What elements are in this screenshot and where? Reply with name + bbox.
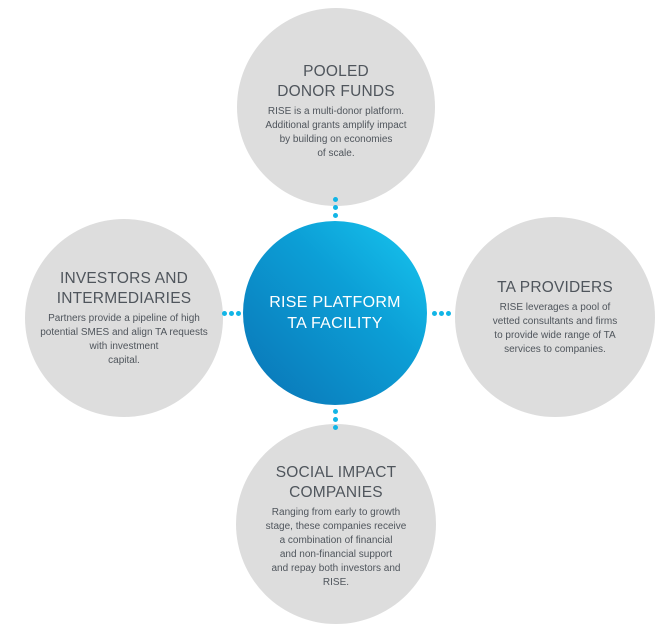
node-description: Ranging from early to growth stage, thes… [266,506,407,590]
node-description-line: of scale. [317,147,355,159]
hub-title-line: TA FACILITY [287,315,383,332]
connector-dot [229,311,234,316]
node-title-line: INVESTORS AND [59,269,189,287]
hub-title-line: RISE PLATFORM [269,294,401,311]
ta-providers-node: TA PROVIDERS RISE leverages a pool of ve… [455,217,655,417]
connector-dot [333,213,338,218]
node-description: Partners provide a pipeline of high pote… [40,312,208,368]
rise-platform-hub: RISE PLATFORM TA FACILITY [243,221,427,405]
connector-dot [236,311,241,316]
node-description-line: by building on economies [279,133,393,145]
node-description: RISE is a multi-donor platform. Addition… [265,105,406,161]
node-description-line: RISE. [322,576,350,588]
node-description-line: stage, these companies receive [265,520,407,532]
connector-dot [439,311,444,316]
node-description-line: Additional grants amplify impact [265,119,407,131]
node-description-line: capital. [108,354,140,366]
connector-dot [222,311,227,316]
node-description-line: with investment [89,340,159,352]
node-description-line: potential SMES and align TA requests [40,326,208,338]
connector-dot [333,417,338,422]
node-title: TA PROVIDERS [497,278,613,298]
node-description-line: vetted consultants and firms [492,315,618,327]
connector-dot [446,311,451,316]
node-description-line: and non-financial support [279,548,393,560]
node-description: RISE leverages a pool of vetted consulta… [493,301,618,357]
node-title-line: DONOR FUNDS [277,82,395,100]
social-impact-companies-node: SOCIAL IMPACT COMPANIES Ranging from ear… [236,424,436,624]
connector-dot [333,197,338,202]
node-description-line: Ranging from early to growth [271,506,401,518]
pooled-donor-funds-node: POOLED DONOR FUNDS RISE is a multi-donor… [237,8,435,206]
node-description-line: RISE leverages a pool of [499,301,611,313]
node-title-line: SOCIAL IMPACT [275,463,397,481]
connector-dot [432,311,437,316]
node-title-line: COMPANIES [289,483,383,501]
node-description-line: to provide wide range of TA [494,329,616,341]
connector-dot [333,205,338,210]
node-title-line: POOLED [303,62,369,80]
node-description-line: and repay both investors and [271,562,401,574]
node-description-line: Partners provide a pipeline of high [48,312,200,324]
node-title-line: TA PROVIDERS [497,278,613,296]
connector-dot [333,409,338,414]
node-title: SOCIAL IMPACT COMPANIES [276,463,397,503]
node-title: INVESTORS AND INTERMEDIARIES [57,269,192,309]
node-description-line: a combination of financial [279,534,393,546]
node-description-line: services to companies. [504,343,606,355]
investors-intermediaries-node: INVESTORS AND INTERMEDIARIES Partners pr… [25,219,223,417]
node-title: POOLED DONOR FUNDS [277,62,395,102]
node-title-line: INTERMEDIARIES [56,289,192,307]
connector-dot [333,425,338,430]
node-description-line: RISE is a multi-donor platform. [267,105,405,117]
